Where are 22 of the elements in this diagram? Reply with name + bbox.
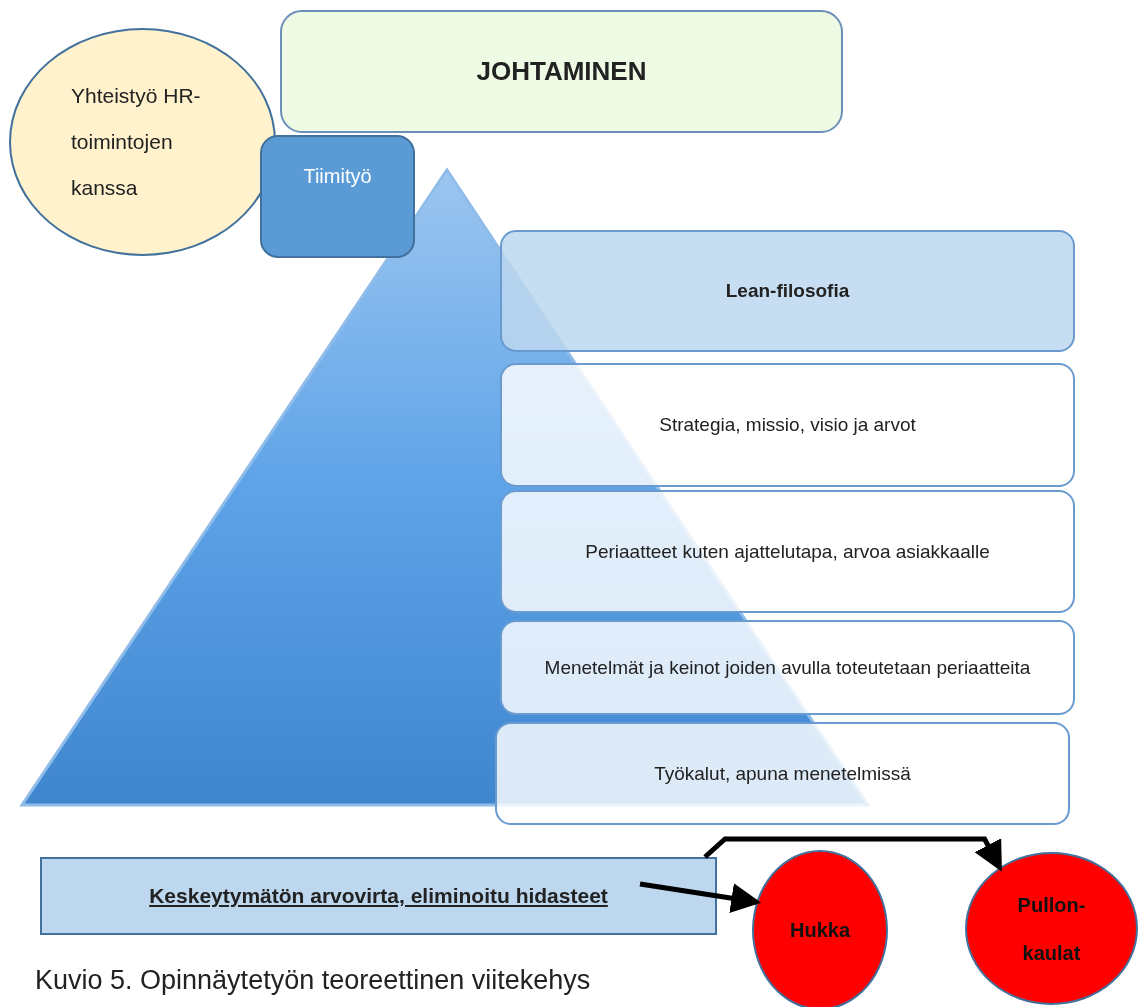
arrow xyxy=(703,836,1002,872)
layer-box xyxy=(500,230,1075,352)
process-box xyxy=(260,135,415,258)
node-text: Työkalut, apuna menetelmissä xyxy=(654,762,911,785)
layer-box xyxy=(500,490,1075,613)
node-text: Yhteistyö HR- toimintojen kanssa xyxy=(71,82,202,202)
title-box xyxy=(280,10,843,133)
node-text: Lean-filosofia xyxy=(725,280,850,302)
process-box xyxy=(40,857,717,935)
node-text: Tiimityö xyxy=(303,165,372,188)
layer-box xyxy=(500,363,1075,487)
caption: Kuvio 5. Opinnäytetyön teoreettinen viitekehys xyxy=(35,965,591,996)
node-text: Periaatteet kuten ajattelutapa, arvoa asiakkaalle xyxy=(585,540,990,563)
arrow xyxy=(639,881,762,913)
node-text: JOHTAMINEN xyxy=(476,56,647,87)
node-text: Keskeytymätön arvovirta, eliminoitu hidasteet xyxy=(149,884,608,908)
node-text: Menetelmät ja keinot joiden avulla toteutetaan periaatteita xyxy=(544,656,1031,679)
node-text: Hukka xyxy=(790,918,850,942)
node-text: Pullon- kaulat xyxy=(1016,892,1087,966)
layer-box xyxy=(500,620,1075,715)
node-text: Strategia, missio, visio ja arvot xyxy=(659,414,916,436)
layer-box xyxy=(495,722,1070,825)
